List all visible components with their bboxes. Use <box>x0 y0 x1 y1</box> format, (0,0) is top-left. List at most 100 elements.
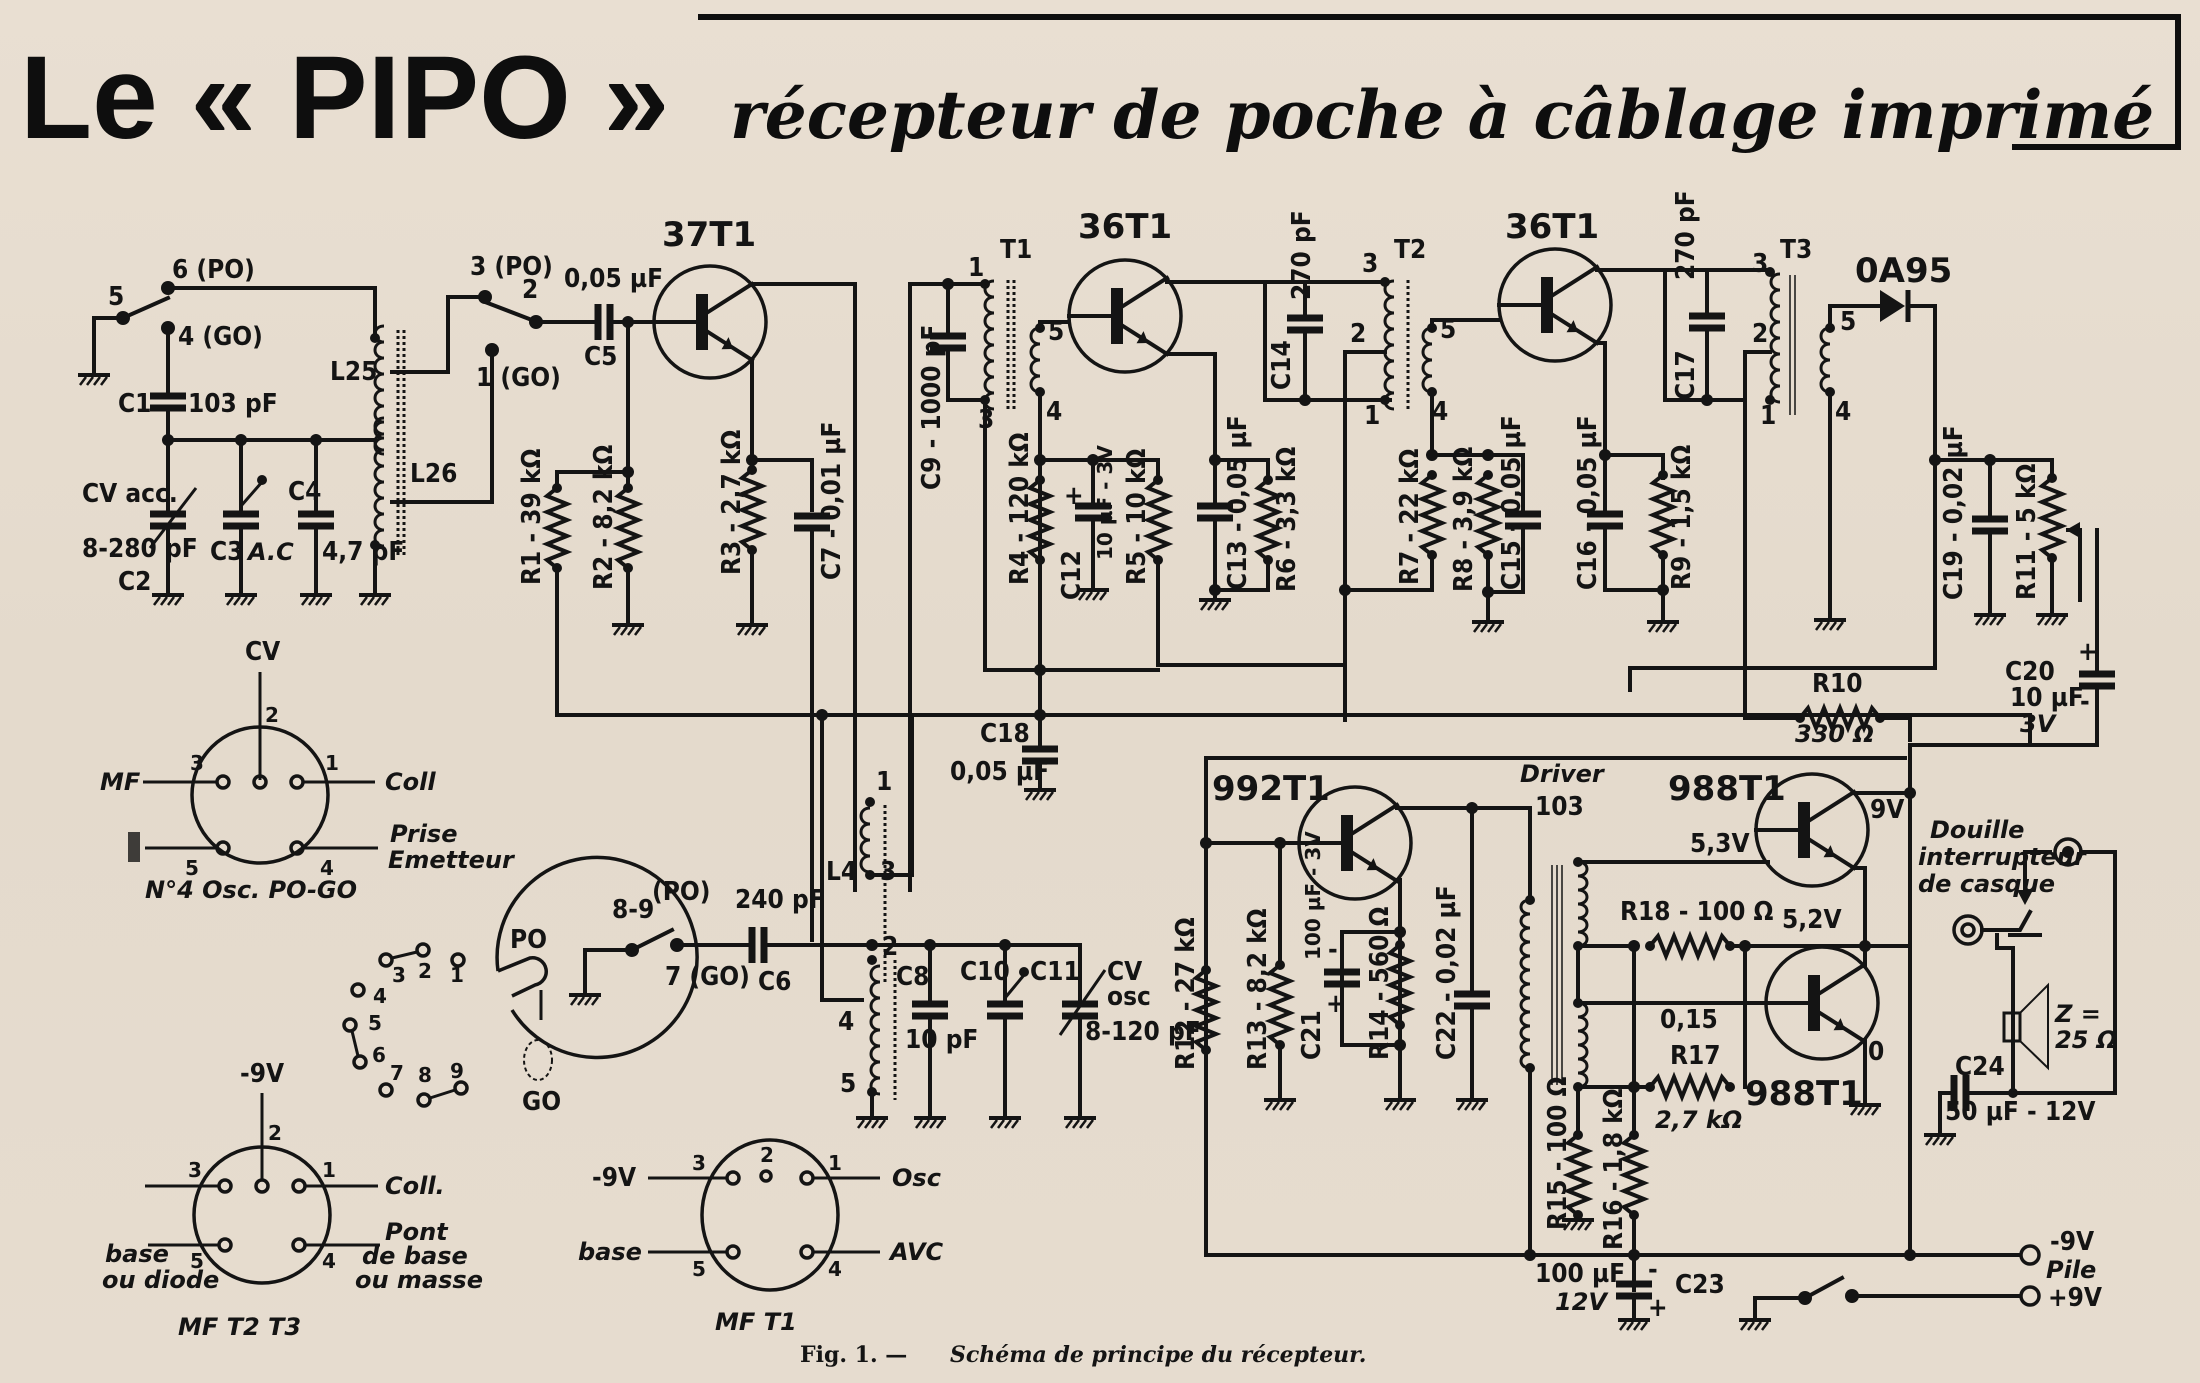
cv-osc-label: CV <box>1107 957 1142 987</box>
t3-pin-3: 3 <box>1752 249 1768 279</box>
t2-label: T2 <box>1394 235 1426 265</box>
socket-mf1-right-bottom: AVC <box>888 1238 944 1266</box>
socket-mf1-pin-5: 5 <box>692 1257 706 1281</box>
socket-mf23-left-b: ou diode <box>102 1266 219 1294</box>
r2-label: R2 - 8,2 kΩ <box>589 445 619 590</box>
c23-voltage: 12V <box>1555 1288 1609 1316</box>
t1-pin-4: 4 <box>1046 397 1062 427</box>
c21-value: 100 µF - 3V <box>1301 831 1325 960</box>
c2-value: 8-280 pF <box>82 534 198 564</box>
socket-osc-pinout: CV 2 3 1 5 4 MF Coll Prise Emetteur N°4 … <box>100 637 516 904</box>
r13-label: R13 - 8,2 kΩ <box>1243 908 1273 1070</box>
socket-mf1-pin-2: 2 <box>760 1143 774 1167</box>
r10-value: 330 Ω <box>1795 720 1874 748</box>
l4-pin-1: 1 <box>876 767 892 797</box>
r15-label: R15 - 100 Ω <box>1543 1076 1573 1230</box>
socket-mf1-pin-1: 1 <box>828 1151 842 1175</box>
r5-label: R5 - 10 kΩ <box>1122 448 1152 585</box>
r6-label: R6 - 3,3 kΩ <box>1272 447 1302 592</box>
r7-label: R7 - 22 kΩ <box>1395 448 1425 585</box>
c1-value: 103 pF <box>188 389 278 419</box>
socket-mf1-left-bottom: base <box>578 1238 642 1266</box>
socket-mf1-title: MF T1 <box>715 1308 797 1336</box>
t3-pin-5: 5 <box>1840 307 1856 337</box>
c6-value: 240 pF <box>735 885 825 915</box>
r17-label: R17 <box>1670 1041 1721 1071</box>
switch-socket-pin-3: 3 <box>392 963 406 987</box>
r18-label: R18 - 100 Ω <box>1620 897 1774 927</box>
c14-value-label: 270 pF <box>1287 210 1317 300</box>
c20-plus: + <box>2078 637 2098 667</box>
r10-label: R10 <box>1812 669 1863 699</box>
socket-osc-right-label: Coll <box>385 768 436 796</box>
switch-socket-pin-7: 7 <box>390 1061 404 1085</box>
t2-pin-2: 2 <box>1350 319 1366 349</box>
c24-label: C24 <box>1955 1052 2005 1082</box>
t2-pin-4: 4 <box>1432 397 1448 427</box>
c5-label: C5 <box>584 342 617 372</box>
jack-label-1: Douille <box>1930 816 2024 844</box>
cv-osc-label-2: osc <box>1107 982 1151 1012</box>
c24-value: 50 µF - 12V <box>1945 1097 2096 1127</box>
socket-mf23-right-c: ou masse <box>355 1266 483 1294</box>
c21-minus: - <box>1328 935 1338 965</box>
t3-label: T3 <box>1780 235 1812 265</box>
antenna-input-stage: 5 6 (PO) 4 (GO) C1 103 pF CV acc. 8-280 … <box>76 252 2032 717</box>
voltage-9v: 9V <box>1870 795 1904 825</box>
t1-label: T1 <box>1000 235 1032 265</box>
r3-label: R3 - 2,7 kΩ <box>717 430 747 575</box>
c15-label: C15 - 0,05 µF <box>1497 415 1527 590</box>
c17-value: 270 pF <box>1671 190 1701 280</box>
switch-socket-po: PO <box>510 925 547 955</box>
l25-label: L25 <box>330 357 377 387</box>
c12-polarity: + <box>1064 481 1084 511</box>
c21-label: C21 <box>1297 1010 1327 1060</box>
socket-osc-left-label: MF <box>100 768 141 796</box>
speaker-impedance-label: Z = <box>2054 1000 2101 1028</box>
battery-neg-label: -9V <box>2050 1227 2094 1257</box>
socket-mf23-title: MF T2 T3 <box>178 1313 301 1341</box>
jack-label-3: de casque <box>1918 870 2055 898</box>
socket-osc-right2b: Emetteur <box>388 846 516 874</box>
if-stage-2: 3 T2 2 1 270 pF C14 5 4 R7 - 22 kΩ R8 - … <box>1263 210 1541 722</box>
l4-pin-4: 4 <box>838 1007 854 1037</box>
driver-number: 103 <box>1535 792 1584 822</box>
c21-plus: + <box>1326 989 1346 1019</box>
voltage-5-3v: 5,3V <box>1690 829 1750 859</box>
socket-mf23-right-a: Pont <box>385 1218 449 1246</box>
c4-value: 4,7 pF <box>322 537 404 567</box>
socket-mf1-right-top: Osc <box>892 1164 941 1192</box>
cv-acc-label: CV acc. <box>82 479 178 509</box>
l4-pin-3: 3 <box>880 857 896 887</box>
voltage-5-2v: 5,2V <box>1782 905 1842 935</box>
socket-mf23-pin-1: 1 <box>322 1158 336 1182</box>
driver-label: Driver <box>1520 760 1606 788</box>
page-title: Le « PIPO » <box>20 32 669 164</box>
c9-label: C9 - 1000 pF <box>917 325 947 490</box>
t3-pin-1: 1 <box>1760 401 1776 431</box>
transistor-992t1-label: 992T1 <box>1212 769 1330 809</box>
c23-minus: - <box>1648 1255 1658 1285</box>
socket-mf23-pin-4: 4 <box>322 1249 336 1273</box>
socket-mf1-pin-3: 3 <box>692 1151 706 1175</box>
switch-7-go-label: 7 (GO) <box>665 962 750 992</box>
switch-pin-2-label: 2 <box>522 275 538 305</box>
socket-mf-t2-t3-pinout: -9V 2 3 1 5 4 Coll. base ou diode Pont d… <box>102 1059 483 1341</box>
c23-plus: + <box>1648 1293 1668 1323</box>
t1-pin-5: 5 <box>1048 317 1064 347</box>
r4-label: R4 - 120 kΩ <box>1005 432 1035 585</box>
header-frame <box>698 14 2181 150</box>
c6-label: C6 <box>758 967 791 997</box>
r14-label: R14 - 560 Ω <box>1365 906 1395 1060</box>
c16-label: C16 - 0,05 µF <box>1573 415 1603 590</box>
c18-value: 0,05 µF <box>950 757 1049 787</box>
socket-mf23-pin-5: 5 <box>190 1249 204 1273</box>
r9-label: R9 - 1,5 kΩ <box>1667 445 1697 590</box>
c11-value: 8-120 pF <box>1085 1017 1201 1047</box>
figure-number: Fig. 1. — <box>800 1342 907 1368</box>
c11-label: C11 <box>1030 957 1080 987</box>
t3-pin-4: 4 <box>1835 397 1851 427</box>
voltage-0: 0 <box>1868 1037 1884 1067</box>
t2-pin-1: 1 <box>1364 401 1380 431</box>
